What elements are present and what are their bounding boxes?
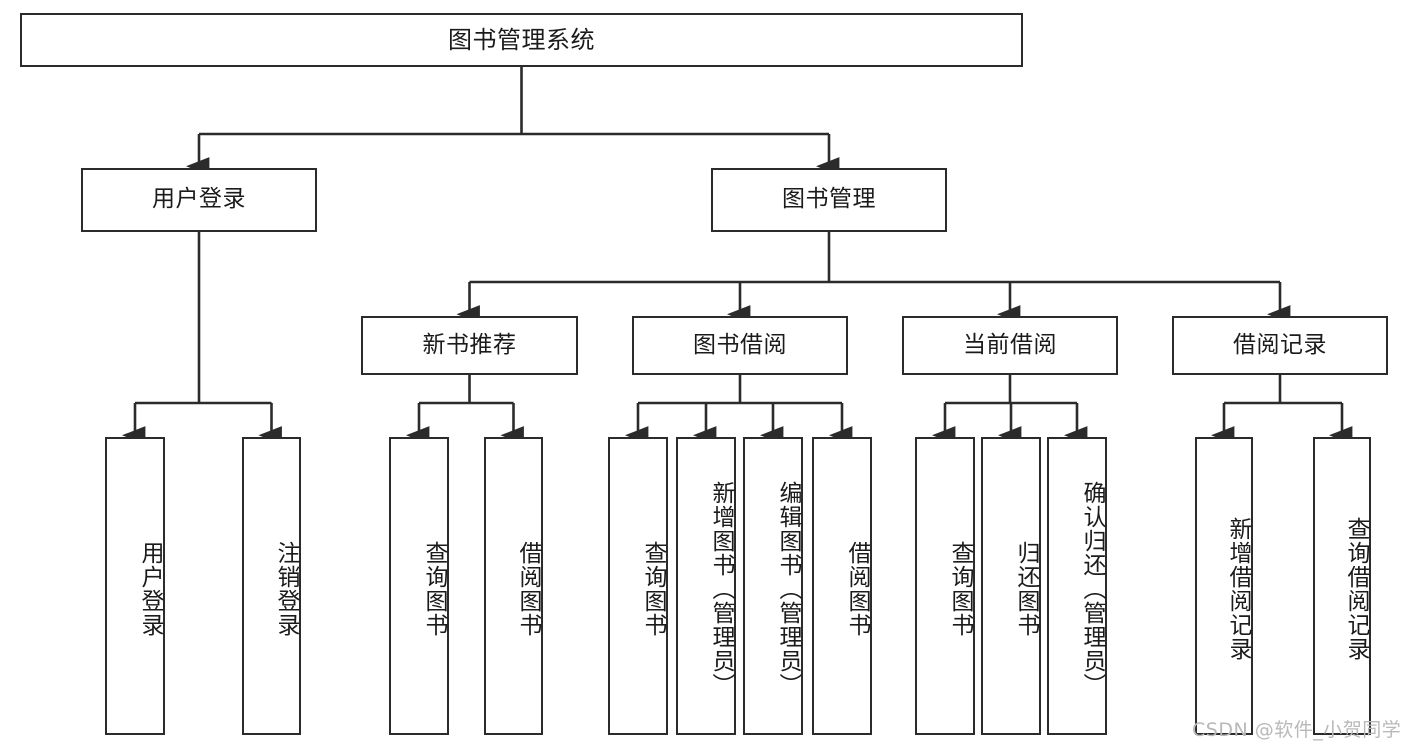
node-label: 借阅记录 xyxy=(1233,331,1327,358)
node-label: 用户登录 xyxy=(137,541,163,637)
node-leaf-query-book-1[interactable]: 查询图书 xyxy=(389,437,449,735)
node-label: 注销登录 xyxy=(273,541,299,637)
node-current-borrow[interactable]: 当前借阅 xyxy=(902,316,1118,375)
node-label: 图书管理系统 xyxy=(448,25,595,54)
node-label: 新增借阅记录 xyxy=(1225,517,1251,661)
node-label: 查询图书 xyxy=(947,541,973,637)
node-leaf-user-login[interactable]: 用户登录 xyxy=(105,437,165,735)
node-label: 新书推荐 xyxy=(422,331,517,358)
node-leaf-query-record[interactable]: 查询借阅记录 xyxy=(1313,437,1371,735)
node-root[interactable]: 图书管理系统 xyxy=(20,13,1023,67)
node-user-login[interactable]: 用户登录 xyxy=(81,168,317,232)
node-label: 新增图书（管理员） xyxy=(708,481,734,697)
node-leaf-query-book-3[interactable]: 查询图书 xyxy=(915,437,975,735)
node-book-manage[interactable]: 图书管理 xyxy=(711,168,947,232)
node-label: 借阅图书 xyxy=(515,541,541,637)
node-leaf-return-book[interactable]: 归还图书 xyxy=(981,437,1041,735)
node-label: 图书管理 xyxy=(782,186,876,213)
csdn-watermark: CSDN @软件_小贺同学 xyxy=(1192,719,1402,741)
node-leaf-confirm-return[interactable]: 确认归还（管理员） xyxy=(1047,437,1107,735)
node-new-book-recommend[interactable]: 新书推荐 xyxy=(361,316,578,375)
node-label: 编辑图书（管理员） xyxy=(775,481,801,697)
node-leaf-query-book-2[interactable]: 查询图书 xyxy=(608,437,668,735)
node-leaf-logout[interactable]: 注销登录 xyxy=(242,437,301,735)
node-leaf-borrow-book-1[interactable]: 借阅图书 xyxy=(484,437,543,735)
node-leaf-borrow-book-2[interactable]: 借阅图书 xyxy=(812,437,872,735)
node-book-borrow[interactable]: 图书借阅 xyxy=(632,316,848,375)
node-label: 确认归还（管理员） xyxy=(1079,481,1105,697)
node-leaf-edit-book[interactable]: 编辑图书（管理员） xyxy=(743,437,803,735)
node-label: 归还图书 xyxy=(1013,541,1039,637)
node-leaf-add-book[interactable]: 新增图书（管理员） xyxy=(676,437,736,735)
node-label: 查询图书 xyxy=(421,541,447,637)
node-label: 查询图书 xyxy=(640,541,666,637)
node-label: 当前借阅 xyxy=(963,331,1057,358)
node-leaf-add-record[interactable]: 新增借阅记录 xyxy=(1195,437,1253,735)
node-label: 图书借阅 xyxy=(693,331,787,358)
node-label: 借阅图书 xyxy=(844,541,870,637)
node-borrow-record[interactable]: 借阅记录 xyxy=(1172,316,1388,375)
node-label: 查询借阅记录 xyxy=(1343,517,1369,661)
node-label: 用户登录 xyxy=(152,186,246,213)
